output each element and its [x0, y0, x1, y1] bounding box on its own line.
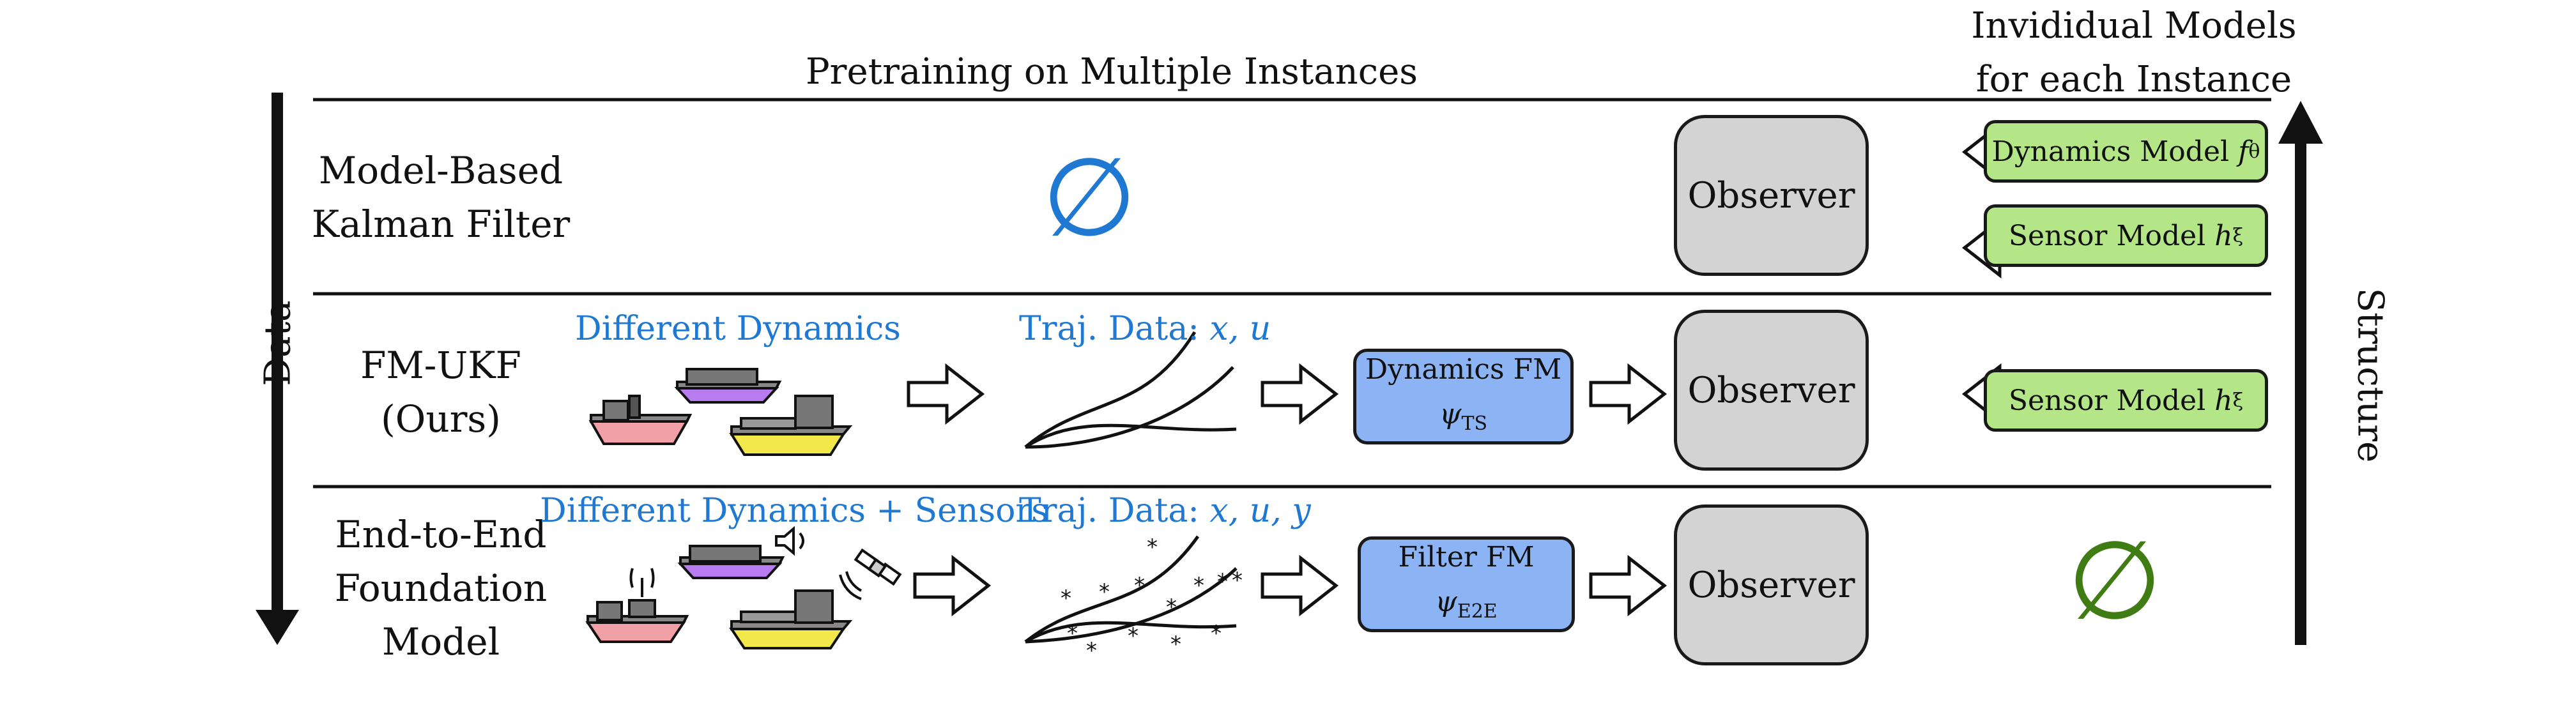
caption-traj-data-row3-vars: x, u, y: [1209, 492, 1311, 530]
svg-text:*: *: [1134, 573, 1145, 598]
row-label-fm-ukf: FM-UKF (Ours): [300, 338, 581, 446]
observer-label-row1: Observer: [1687, 174, 1855, 216]
sensor-model-sub-row1: ξ: [2232, 224, 2244, 247]
dynamics-fm-symbol: ψ: [1439, 397, 1462, 430]
vehicles-row2: [588, 368, 853, 456]
svg-text:*: *: [1067, 621, 1078, 646]
data-axis-arrow: [256, 93, 299, 645]
svg-text:*: *: [1086, 638, 1097, 664]
row-label-model-based-line1: Model-Based: [318, 149, 564, 192]
filter-fm-symbol-wrap: ψE2E: [1435, 580, 1497, 634]
observer-box-row2: Observer: [1674, 310, 1869, 471]
filter-fm-symbol: ψ: [1435, 585, 1457, 618]
caption-traj-data-row3: Traj. Data: x, u, y: [1019, 492, 1311, 530]
structure-axis-label: Structure: [2349, 287, 2391, 463]
arrow-filter-fm-to-observer: [1589, 554, 1667, 617]
svg-text:*: *: [1193, 573, 1204, 598]
row-label-e2e: End-to-End Foundation Model: [300, 508, 581, 669]
caption-traj-data-row2-vars: x, u: [1209, 310, 1271, 348]
header-pretraining: Pretraining on Multiple Instances: [806, 51, 1418, 93]
dynamics-fm-box: Dynamics FM ψTS: [1353, 349, 1574, 444]
caption-traj-data-row2-label: Traj. Data:: [1019, 310, 1210, 348]
vehicle-purple-sensor: [677, 526, 804, 579]
header-individual-line1: Invididual Models: [1971, 5, 2297, 47]
vehicle-pink-sensor: [585, 568, 689, 643]
vehicle-pink: [588, 395, 693, 445]
observer-box-row1: Observer: [1674, 115, 1869, 276]
row-label-model-based: Model-Based Kalman Filter: [300, 144, 581, 251]
vehicle-purple: [674, 368, 782, 404]
structure-axis-arrow: [2278, 101, 2323, 645]
noisy-observations: * * * * * * * * * * * * *: [1061, 535, 1243, 664]
dynamics-model-label: Dynamics Model: [1991, 135, 2230, 168]
row-label-e2e-line1: End-to-End: [335, 513, 547, 556]
row-label-fm-ukf-line1: FM-UKF: [360, 344, 521, 387]
row-label-e2e-line3: Model: [381, 620, 500, 664]
arrow-robots-to-traj-row2: [907, 363, 985, 425]
empty-set-row1: ∅: [1041, 135, 1137, 261]
svg-text:*: *: [1061, 586, 1071, 611]
sensor-model-symbol-row1: h: [2214, 219, 2233, 252]
trajectory-plot-row3: [1024, 535, 1238, 644]
svg-text:*: *: [1217, 569, 1228, 595]
svg-text:*: *: [1211, 621, 1222, 646]
row-label-e2e-line2: Foundation: [334, 566, 548, 610]
observer-label-row3: Observer: [1687, 564, 1855, 606]
dynamics-fm-sub: TS: [1461, 412, 1488, 435]
svg-text:*: *: [1232, 568, 1243, 593]
filter-fm-sub: E2E: [1457, 600, 1498, 623]
svg-text:*: *: [1166, 595, 1177, 620]
sensor-model-label-row1: Sensor Model: [2008, 219, 2206, 252]
dynamics-model-symbol: f: [2238, 135, 2249, 168]
arrow-traj-to-dynamics-fm: [1261, 363, 1339, 425]
trajectory-plot-row2: [1024, 331, 1237, 449]
svg-text:*: *: [1147, 535, 1158, 560]
row-label-model-based-line2: Kalman Filter: [311, 202, 571, 246]
header-individual-line2: for each Instance: [1975, 59, 2292, 100]
sensor-model-sub-row2: ξ: [2232, 389, 2244, 412]
observer-box-row3: Observer: [1674, 504, 1869, 665]
arrow-robots-to-traj-row3: [913, 554, 992, 617]
vehicles-row3: [585, 526, 902, 649]
data-axis-label: Data: [257, 300, 299, 386]
dynamics-fm-symbol-wrap: ψTS: [1439, 392, 1487, 446]
vehicle-yellow: [729, 395, 853, 456]
svg-text:*: *: [1170, 632, 1181, 657]
observer-label-row2: Observer: [1687, 369, 1855, 411]
sensor-model-label-row2: Sensor Model: [2008, 384, 2206, 417]
satellite-icon: [839, 548, 902, 600]
empty-set-row3: ∅: [2067, 518, 2163, 644]
filter-fm-box: Filter FM ψE2E: [1358, 536, 1575, 632]
row-label-fm-ukf-line2: (Ours): [381, 397, 501, 441]
svg-text:*: *: [1099, 579, 1110, 605]
filter-fm-label: Filter FM: [1398, 540, 1535, 573]
sensor-model-symbol-row2: h: [2214, 384, 2233, 417]
arrow-traj-to-filter-fm: [1261, 554, 1339, 617]
dynamics-fm-label: Dynamics FM: [1365, 353, 1562, 386]
svg-text:*: *: [1128, 623, 1138, 649]
dynamics-model-sub: θ: [2248, 140, 2260, 163]
vehicle-yellow-sensor: [729, 589, 853, 649]
caption-different-dynamics-sensors: Different Dynamics + Sensors: [540, 492, 1048, 530]
caption-traj-data-row3-label: Traj. Data:: [1019, 492, 1210, 530]
caption-different-dynamics: Different Dynamics: [575, 310, 901, 348]
arrow-dynamics-fm-to-observer: [1589, 363, 1667, 425]
caption-traj-data-row2: Traj. Data: x, u: [1019, 310, 1271, 348]
